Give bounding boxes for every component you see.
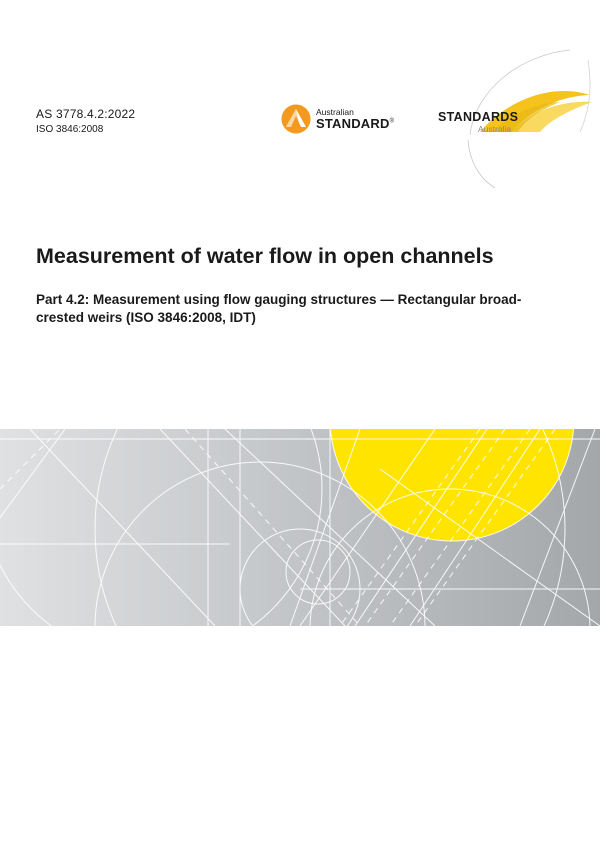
cover-graphic-band [0, 429, 600, 626]
standards-australia-logo: STANDARDS Australia [420, 40, 595, 190]
standard-designation: AS 3778.4.2:2022 ISO 3846:2008 [36, 107, 135, 135]
geometric-circles-graphic [0, 429, 600, 626]
registered-mark: ® [389, 118, 395, 125]
logo-line-standard: STANDARD® [316, 116, 394, 131]
document-title: Measurement of water flow in open channe… [36, 244, 494, 268]
logo-word-standard: STANDARD [316, 116, 390, 131]
triangle-mark-icon [281, 104, 311, 134]
sunrise-arc-icon [467, 49, 592, 189]
logo-name-standards: STANDARDS [438, 110, 519, 124]
document-subtitle: Part 4.2: Measurement using flow gauging… [36, 292, 522, 325]
logo-sub-australia: Australia [478, 124, 512, 134]
logo-line-australian: Australian [316, 107, 354, 117]
iso-reference: ISO 3846:2008 [36, 124, 104, 135]
standard-number: AS 3778.4.2:2022 [36, 107, 136, 121]
